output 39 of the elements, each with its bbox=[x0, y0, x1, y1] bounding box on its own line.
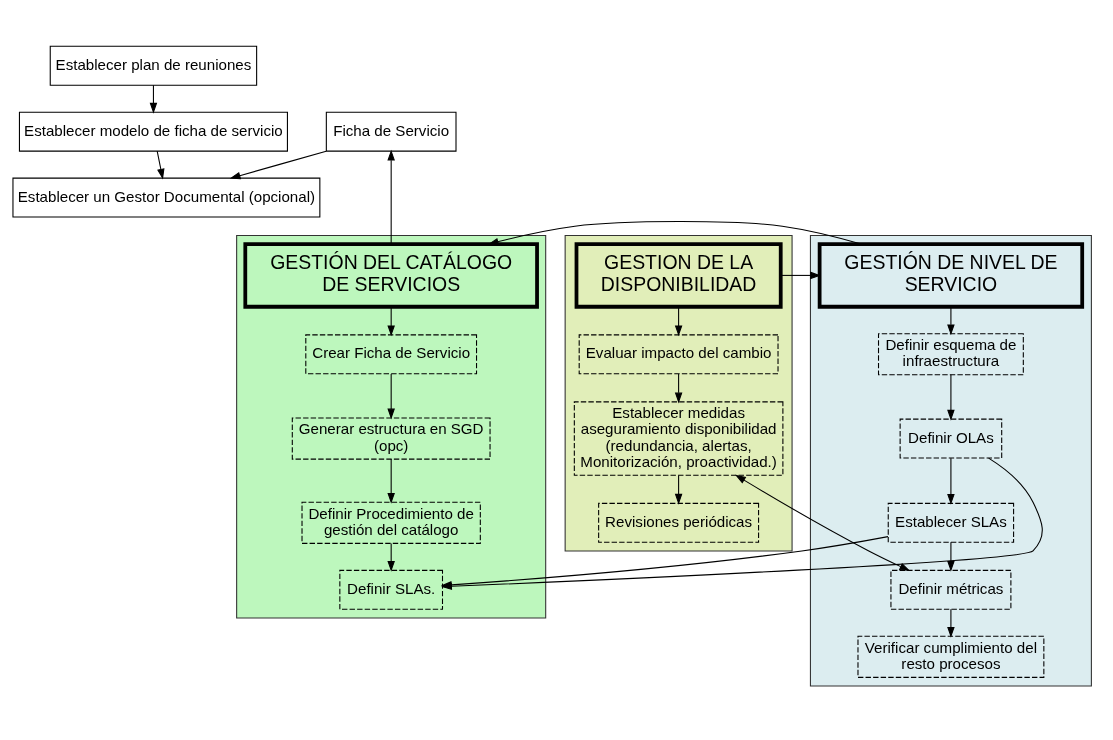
arrow bbox=[674, 305, 683, 336]
node-box: Establecer medidas aseguramiento disponibilidad (redundancia, alertas, Monitorización, proactividad.) bbox=[573, 400, 784, 476]
node-box: GESTION DE LA DISPONIBILIDAD bbox=[574, 241, 783, 309]
node-box: Establecer SLAs bbox=[887, 502, 1015, 543]
arrow bbox=[387, 372, 395, 419]
arrow bbox=[149, 84, 158, 114]
arrow bbox=[387, 305, 395, 336]
arrow bbox=[947, 541, 955, 572]
arrow bbox=[780, 271, 821, 279]
node-box: Definir OLAs bbox=[899, 418, 1003, 459]
arrow bbox=[387, 458, 395, 504]
arrow bbox=[229, 150, 327, 179]
node-box: Definir métricas bbox=[890, 569, 1012, 610]
node-box: Establecer modelo de ficha de servicio bbox=[18, 111, 288, 152]
node-box: Definir Procedimiento de gestión del catálogo bbox=[301, 501, 481, 544]
node-box: Definir esquema de infraestructura bbox=[878, 332, 1024, 375]
node-box: GESTIÓN DEL CATÁLOGO DE SERVICIOS bbox=[243, 241, 539, 309]
arrow bbox=[735, 474, 911, 571]
node-box: Generar estructura en SGD (opc) bbox=[291, 417, 491, 460]
arrow bbox=[947, 373, 955, 421]
node-box: Evaluar impacto del cambio bbox=[578, 333, 779, 374]
node-box: Verificar cumplimiento del resto procesos bbox=[857, 635, 1045, 678]
node-box: Ficha de Servicio bbox=[325, 111, 457, 152]
node-box: Establecer un Gestor Documental (opcional) bbox=[12, 177, 321, 218]
cluster bbox=[564, 234, 793, 551]
node-box: GESTIÓN DE NIVEL DE SERVICIO bbox=[817, 241, 1085, 309]
arrow bbox=[947, 305, 955, 335]
node-box: Revisiones periódicas bbox=[598, 502, 760, 543]
arrow bbox=[674, 474, 683, 505]
node-box: Crear Ficha de Servicio bbox=[305, 333, 478, 374]
arrow bbox=[487, 220, 862, 245]
arrow bbox=[947, 457, 955, 505]
node-box: Definir SLAs. bbox=[339, 569, 444, 610]
arrow bbox=[387, 149, 395, 244]
arrow bbox=[947, 608, 955, 638]
arrow bbox=[674, 372, 683, 403]
node-box: Establecer plan de reuniones bbox=[49, 45, 258, 86]
arrow bbox=[387, 542, 395, 572]
arrow bbox=[156, 150, 165, 179]
